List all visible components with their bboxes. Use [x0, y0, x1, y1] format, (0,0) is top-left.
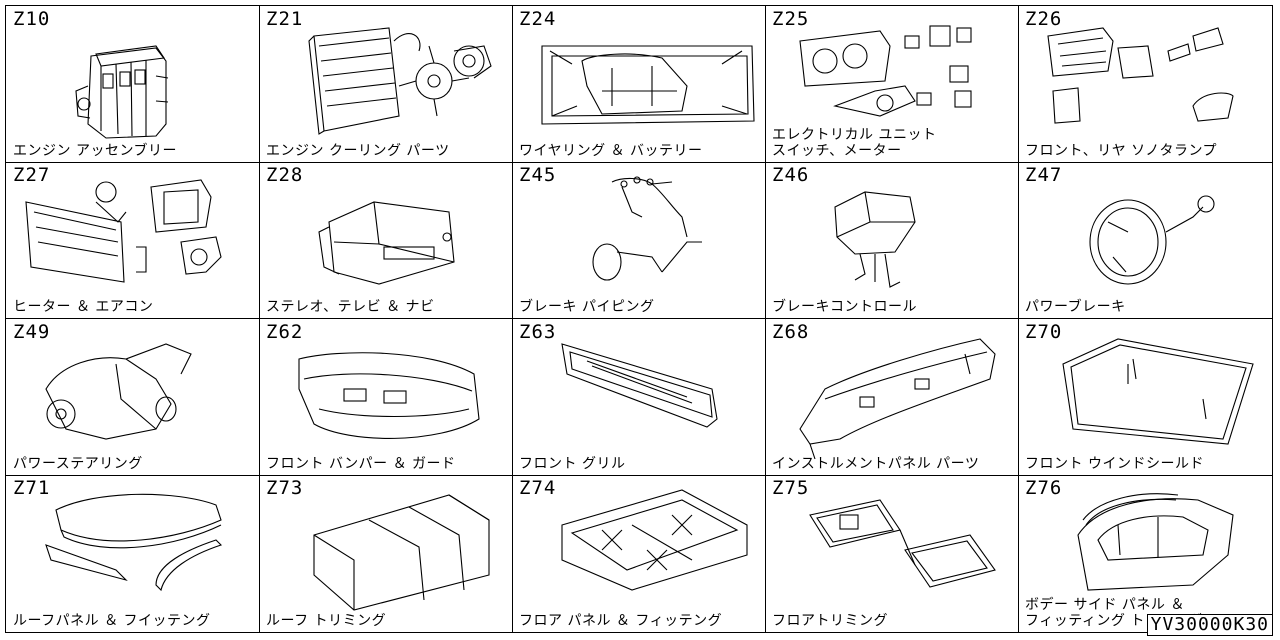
- category-cell-z24[interactable]: Z24 ワイヤリング ＆ バッテリー: [512, 6, 766, 163]
- front-grille-icon: [561, 342, 718, 428]
- category-code: Z75: [772, 476, 810, 499]
- category-cell-z28[interactable]: Z28 ステレオ、テレビ ＆ ナビ: [259, 162, 513, 320]
- category-code: Z10: [13, 8, 51, 30]
- category-label: ルーフパネル ＆ フイッテング: [13, 612, 211, 629]
- category-cell-z71[interactable]: Z71 ルーフパネル ＆ フイッテング: [6, 474, 260, 632]
- category-code: Z26: [1025, 8, 1063, 30]
- roof-panel-icon: [45, 493, 223, 591]
- category-code: Z62: [266, 320, 304, 343]
- category-label: フロント グリル: [519, 455, 626, 472]
- category-cell-z47[interactable]: Z47 パワーブレーキ: [1018, 162, 1272, 320]
- heater-aircon-icon: [25, 179, 222, 283]
- floor-panel-icon: [561, 489, 748, 591]
- category-cell-z62[interactable]: Z62 フロント バンパー ＆ ガード: [259, 318, 513, 476]
- category-label: ワイヤリング ＆ バッテリー: [519, 143, 703, 159]
- category-code: Z27: [13, 164, 51, 187]
- category-cell-z21[interactable]: Z21 エンジン クーリング パーツ: [259, 6, 513, 163]
- category-cell-z63[interactable]: Z63 フロント グリル: [512, 318, 766, 476]
- category-code: Z68: [772, 320, 810, 343]
- category-cell-z49[interactable]: Z49 パワーステアリング: [6, 318, 260, 476]
- stereo-icon: [318, 201, 455, 285]
- category-label: ステレオ、テレビ ＆ ナビ: [266, 299, 435, 316]
- power-steering-icon: [45, 342, 192, 440]
- category-code: Z46: [772, 164, 810, 187]
- category-cell-z70[interactable]: Z70 フロント ウインドシールド: [1018, 319, 1272, 476]
- wiring-harness-icon: [541, 45, 755, 125]
- category-label: インストルメントパネル パーツ: [772, 455, 980, 472]
- category-code: Z71: [13, 476, 51, 499]
- category-cell-z46[interactable]: Z46 ブレーキコントロール: [765, 162, 1019, 320]
- category-cell-z26[interactable]: Z26 フロント、リヤ ソノタランプ: [1018, 6, 1272, 163]
- category-code: Z76: [1025, 476, 1063, 499]
- category-code: Z47: [1025, 164, 1063, 187]
- category-code: Z49: [13, 320, 51, 343]
- category-code: Z63: [519, 320, 557, 343]
- category-code: Z24: [519, 8, 557, 30]
- engine-assembly-icon: [75, 45, 169, 139]
- windshield-icon: [1062, 337, 1254, 445]
- body-side-panel-icon: [1077, 492, 1234, 591]
- category-cell-z75[interactable]: Z75 フロアトリミング: [765, 474, 1019, 632]
- category-code: Z45: [519, 164, 557, 187]
- category-label: ヒーター ＆ エアコン: [13, 299, 154, 316]
- category-label: フロアトリミング: [772, 612, 888, 629]
- category-cell-z73[interactable]: Z73 ルーフ トリミング: [259, 474, 513, 632]
- category-code: Z73: [266, 476, 304, 499]
- category-label: ルーフ トリミング: [266, 612, 387, 629]
- category-label: フロント、リヤ ソノタランプ: [1025, 143, 1218, 159]
- category-label: エンジン クーリング パーツ: [266, 143, 450, 159]
- floor-mat-icon: [809, 499, 996, 588]
- category-cell-z27[interactable]: Z27 ヒーター ＆ エアコン: [6, 162, 260, 320]
- instrument-panel-icon: [799, 337, 996, 459]
- category-label: ブレーキコントロール: [772, 299, 917, 316]
- brake-control-icon: [834, 191, 916, 289]
- category-label: フロント ウインドシールド: [1025, 455, 1204, 472]
- category-code: Z25: [772, 8, 810, 30]
- roof-trim-icon: [313, 494, 490, 611]
- meter-switch-icon: [799, 25, 972, 117]
- category-cell-z25[interactable]: Z25 エレクトリカル ユニット スイッチ、メーター: [765, 6, 1019, 163]
- brake-booster-icon: [1089, 195, 1215, 285]
- category-cell-z68[interactable]: Z68 インストルメントパネル パーツ: [765, 318, 1019, 476]
- category-code: Z74: [519, 476, 557, 499]
- category-label: フロント バンパー ＆ ガード: [266, 455, 456, 472]
- category-cell-z74[interactable]: Z74 フロア パネル ＆ フィッテング: [512, 474, 766, 632]
- category-cell-z10[interactable]: Z10 エンジン アッセンブリー: [6, 6, 260, 163]
- category-code: Z70: [1025, 320, 1063, 343]
- category-label: パワーステアリング: [13, 455, 143, 472]
- parts-category-grid: Z10 エンジン アッセンブリー Z21 エンジン クーリング パーツ Z24 ワイヤ…: [5, 5, 1273, 633]
- front-bumper-icon: [298, 351, 480, 439]
- category-code: Z28: [266, 164, 304, 187]
- radiator-fan-icon: [308, 27, 492, 135]
- category-label: ブレーキ パイピング: [519, 299, 655, 316]
- category-code: Z21: [266, 8, 304, 30]
- category-label: パワーブレーキ: [1025, 299, 1126, 316]
- category-label: エンジン アッセンブリー: [13, 143, 178, 159]
- category-label: エレクトリカル ユニット スイッチ、メーター: [772, 127, 937, 159]
- catalog-code: YV30000K30: [1146, 614, 1273, 636]
- brake-piping-icon: [592, 176, 702, 281]
- lamps-icon: [1047, 27, 1234, 124]
- category-cell-z45[interactable]: Z45 ブレーキ パイピング: [512, 162, 766, 320]
- category-label: フロア パネル ＆ フィッテング: [519, 612, 723, 629]
